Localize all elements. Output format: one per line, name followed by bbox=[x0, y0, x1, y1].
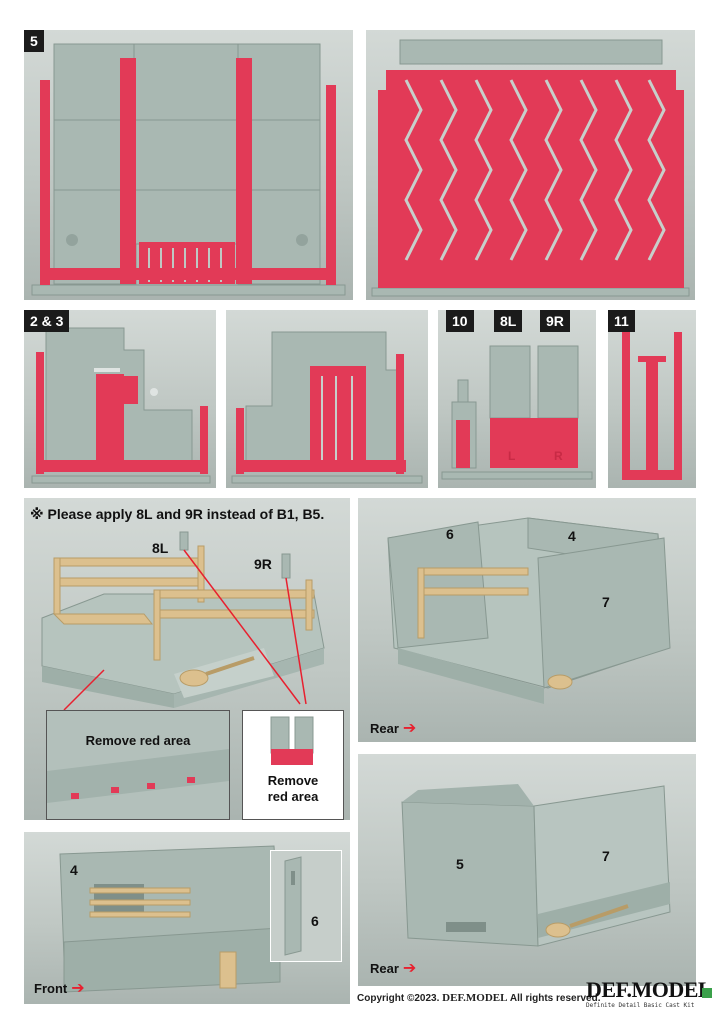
callout-9r: 9R bbox=[254, 556, 272, 572]
brand-logo-mark bbox=[702, 988, 712, 998]
brand-logo-wordmark: DEF.MODEL bbox=[586, 977, 713, 1002]
part-5-rear-illustration bbox=[371, 39, 690, 297]
instruction-note: ※ Please apply 8L and 9R instead of B1, … bbox=[30, 506, 325, 522]
photo-panel-bed-sides: 6 4 7 Rear➔ bbox=[358, 498, 696, 742]
brand-logo: DEF.MODEL Definite Detail Basic Cast Kit bbox=[586, 978, 716, 1018]
inset-bracket-art bbox=[270, 716, 314, 765]
step-tag-11: 11 bbox=[608, 310, 635, 332]
truck-bed-illustration bbox=[41, 531, 325, 711]
callout-5: 5 bbox=[456, 856, 464, 872]
step-tag-9r: 9R bbox=[540, 310, 570, 332]
callout-6-inset: 6 bbox=[311, 913, 319, 929]
truck-bed-rear-illustration bbox=[401, 784, 671, 947]
callout-7-rear: 7 bbox=[602, 848, 610, 864]
part-11-illustration bbox=[622, 332, 682, 480]
callout-4-front: 4 bbox=[70, 862, 78, 878]
inset-bed-closeup: Remove red area bbox=[46, 710, 230, 820]
cast-letter-l: L bbox=[508, 449, 515, 463]
inset-remove-line1: Remove bbox=[267, 773, 319, 788]
step-tag-8l: 8L bbox=[494, 310, 523, 332]
direction-front-label: Front bbox=[34, 981, 68, 996]
photo-panel-rear-view: 5 7 Rear➔ bbox=[358, 754, 696, 986]
photo-panel-11: 11 bbox=[608, 310, 696, 488]
copyright-brand: DEF.MODEL bbox=[442, 992, 508, 1004]
inset-remove-line2: red area bbox=[267, 789, 319, 804]
inset-part-6-art bbox=[284, 856, 302, 956]
inset-bed-closeup-art bbox=[47, 749, 229, 803]
photo-panel-bed-benches: ※ Please apply 8L and 9R instead of B1, … bbox=[24, 498, 350, 820]
inset-remove-red-area-label: Remove red area bbox=[85, 733, 191, 748]
part-5-illustration bbox=[31, 43, 346, 296]
direction-rear-2: Rear➔ bbox=[370, 958, 416, 978]
step-tag-5: 5 bbox=[24, 30, 44, 52]
arrow-icon: ➔ bbox=[402, 960, 417, 977]
parts-10-8l-9r-illustration: L R bbox=[441, 345, 593, 480]
photo-panel-2-3-front: 2 & 3 bbox=[24, 310, 216, 488]
photo-panel-10-8l-9r: 10 8L 9R L R bbox=[438, 310, 596, 488]
brand-tagline: Definite Detail Basic Cast Kit bbox=[586, 1002, 695, 1009]
footer-copyright: Copyright ©2023. DEF.MODEL All rights re… bbox=[357, 992, 600, 1004]
part-2-3-illustration bbox=[31, 327, 211, 484]
step-tag-2-3: 2 & 3 bbox=[24, 310, 70, 332]
step-tag-10: 10 bbox=[446, 310, 474, 332]
inset-bracket-closeup: Remove red area bbox=[242, 710, 344, 820]
inset-part-6: 6 bbox=[270, 850, 342, 962]
photo-panel-5-front: 5 bbox=[24, 30, 353, 300]
photo-panel-2-3-back bbox=[226, 310, 428, 488]
cast-letter-r: R bbox=[554, 449, 563, 463]
callout-6: 6 bbox=[446, 526, 454, 542]
callout-8l: 8L bbox=[152, 540, 169, 556]
copyright-rights: All rights reserved. bbox=[509, 993, 601, 1004]
photo-panel-5-back bbox=[366, 30, 695, 300]
direction-front: Front➔ bbox=[34, 978, 85, 998]
truck-bed-sides-illustration bbox=[387, 517, 671, 704]
direction-rear: Rear➔ bbox=[370, 718, 416, 738]
direction-rear-label: Rear bbox=[370, 721, 399, 736]
truck-bed-front-illustration bbox=[59, 845, 281, 993]
arrow-icon: ➔ bbox=[402, 720, 417, 737]
direction-rear-2-label: Rear bbox=[370, 961, 399, 976]
callout-4: 4 bbox=[568, 528, 576, 544]
copyright-text: Copyright ©2023. bbox=[357, 993, 440, 1004]
arrow-icon: ➔ bbox=[71, 980, 85, 997]
callout-7: 7 bbox=[602, 594, 610, 610]
photo-panel-front-view: 4 Front➔ 6 bbox=[24, 832, 350, 1004]
part-2-3-rear-illustration bbox=[231, 331, 423, 484]
